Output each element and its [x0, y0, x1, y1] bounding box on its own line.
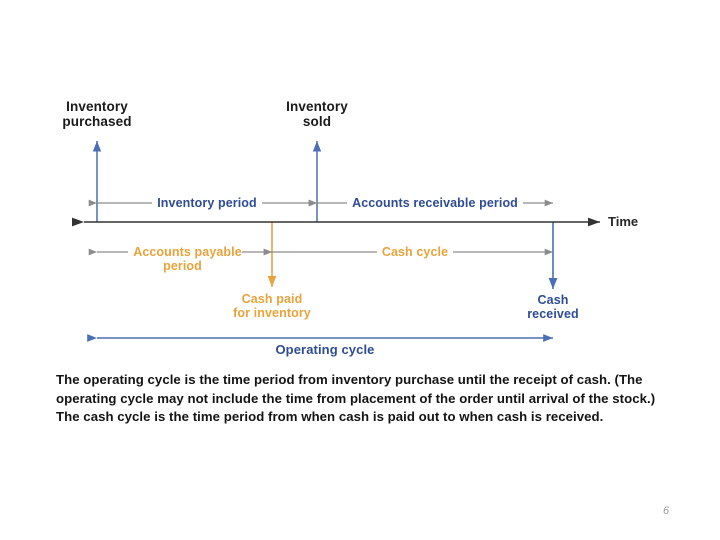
label-operating-cycle: Operating cycle: [275, 342, 375, 357]
label-cash-cycle-text: Cash cycle: [376, 245, 454, 259]
page-number: 6: [663, 505, 670, 517]
label-inventory-purchased: Inventory purchased: [62, 99, 132, 130]
label-inventory-period-text: Inventory period: [152, 196, 262, 210]
label-cash-paid-for-inventory: Cash paid for inventory: [233, 292, 311, 320]
label-inventory-sold: Inventory sold: [286, 99, 348, 130]
caption-paragraph: The operating cycle is the time period f…: [56, 372, 656, 425]
label-inventory-period: Inventory period: [127, 196, 287, 210]
label-time-axis: Time: [608, 214, 639, 229]
label-cash-received: Cash received: [527, 293, 579, 321]
label-accounts-receivable-period-text: Accounts receivable period: [347, 196, 523, 210]
label-accounts-receivable-period: Accounts receivable period: [340, 196, 530, 210]
label-accounts-payable-period: Accounts payable period: [111, 245, 259, 273]
label-accounts-payable-period-text: Accounts payable period: [128, 245, 242, 273]
label-cash-cycle: Cash cycle: [355, 245, 475, 259]
